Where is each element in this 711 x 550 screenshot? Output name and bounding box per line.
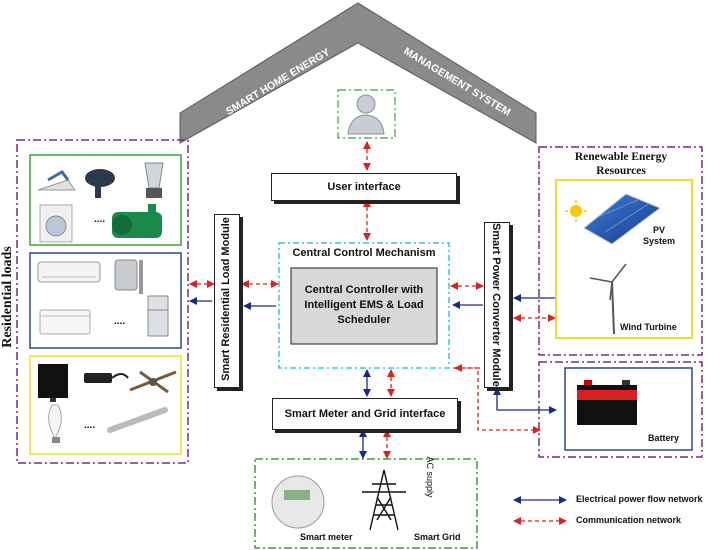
washing-machine-icon [39, 204, 73, 243]
smart-power-converter-module [484, 222, 510, 388]
residential-loads-frame [16, 139, 189, 464]
transmission-tower-icon [362, 469, 406, 531]
water-heater-icon [114, 259, 143, 294]
central-controller-box [290, 267, 438, 345]
smart-meter-grid-box: Smart Meter and Grid interface [272, 398, 458, 430]
solar-panel-icon [583, 193, 662, 245]
battery-label: Battery [648, 433, 680, 443]
battery-inner [564, 367, 693, 451]
roof [179, 2, 537, 144]
television-icon [38, 364, 68, 402]
srlm-label: Smart Residential Load Module [220, 217, 232, 381]
battery-icon [577, 380, 637, 425]
refrigerator-icon [147, 295, 169, 337]
spcm-label: Smart Power Converter Module [490, 223, 502, 387]
pv-label: PV System [642, 225, 676, 246]
iron-icon [37, 170, 76, 191]
user-icon [347, 94, 385, 135]
wind-turbine-icon [589, 263, 627, 335]
smart-meter-icon [271, 475, 325, 529]
air-conditioner-icon [37, 261, 101, 283]
laptop-charger-icon [84, 373, 129, 383]
smart-meter-label: Smart meter [300, 532, 353, 542]
water-pump-icon [112, 204, 162, 238]
ac-supply-label: AC supply [425, 456, 435, 498]
sun-icon [565, 200, 587, 222]
wind-turbine-label: Wind Turbine [620, 322, 677, 332]
renewables-inner [555, 179, 693, 339]
smart-grid-label: Smart Grid [414, 532, 461, 542]
central-controller-text: Central Controller with Intelligent EMS … [304, 284, 424, 326]
residential-loads-label: Residential loads [0, 246, 15, 348]
legend-electrical-label: Electrical power flow network [576, 494, 703, 504]
central-control-frame [278, 242, 450, 369]
central-control-title: Central Control Mechanism [292, 247, 436, 259]
smart-residential-load-module [214, 214, 240, 388]
ellipsis-blue: .... [114, 316, 126, 327]
legend-communication-label: Communication network [576, 515, 682, 525]
renewables-frame [538, 146, 703, 356]
freezer-icon [39, 309, 91, 335]
tube-light-icon [107, 407, 168, 433]
user-icon-frame [337, 89, 396, 139]
ellipsis-green: .... [94, 214, 106, 225]
user-interface-label: User interface [327, 181, 401, 193]
hair-dryer-icon [85, 169, 115, 198]
ceiling-fan-icon [129, 370, 177, 394]
blender-icon [144, 162, 164, 198]
load-group-blue [29, 252, 182, 349]
load-group-yellow [29, 355, 182, 455]
load-group-green [29, 154, 182, 246]
smart-meter-grid-label: Smart Meter and Grid interface [284, 408, 446, 420]
renewables-title: Renewable Energy Resources [574, 151, 668, 177]
ellipsis-yellow: .... [84, 420, 96, 431]
user-interface-box: User interface [271, 173, 457, 201]
cfl-bulb-icon [48, 404, 62, 443]
grid-section-frame [254, 458, 478, 549]
